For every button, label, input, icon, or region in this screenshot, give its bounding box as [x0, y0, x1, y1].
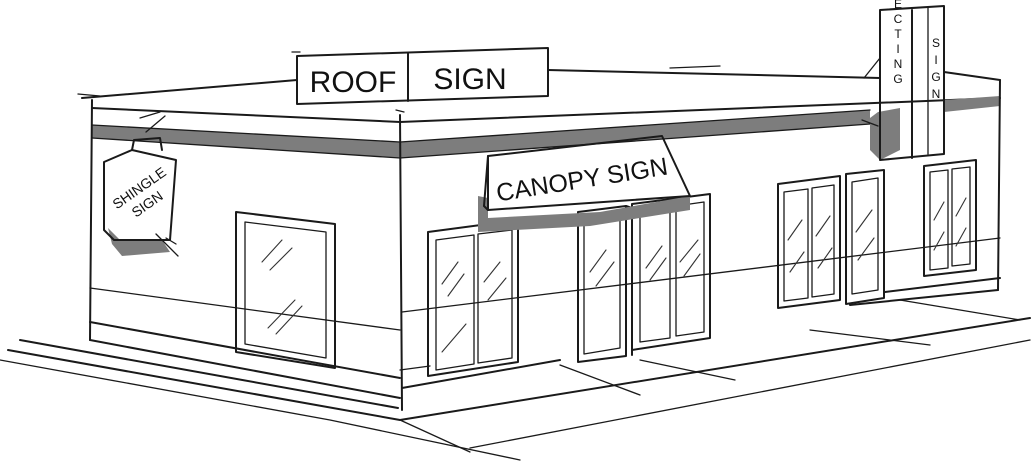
roof-sign: ROOF SIGN [292, 48, 548, 104]
roof-sign-label-left: ROOF [310, 66, 397, 99]
projecting-sign-label-2: SIGN [929, 36, 943, 104]
projecting-sign: PROJECTING SIGN [862, 0, 944, 160]
end-window [924, 160, 976, 276]
front-window-left [428, 220, 518, 376]
projecting-sign-label-1: PROJECTING [891, 0, 905, 87]
side-window [236, 212, 335, 368]
front-window-right [778, 176, 840, 308]
side-door [846, 170, 884, 304]
building [78, 66, 1000, 410]
sidewalk [0, 300, 1030, 460]
roof-sign-label-right: SIGN [433, 63, 506, 96]
